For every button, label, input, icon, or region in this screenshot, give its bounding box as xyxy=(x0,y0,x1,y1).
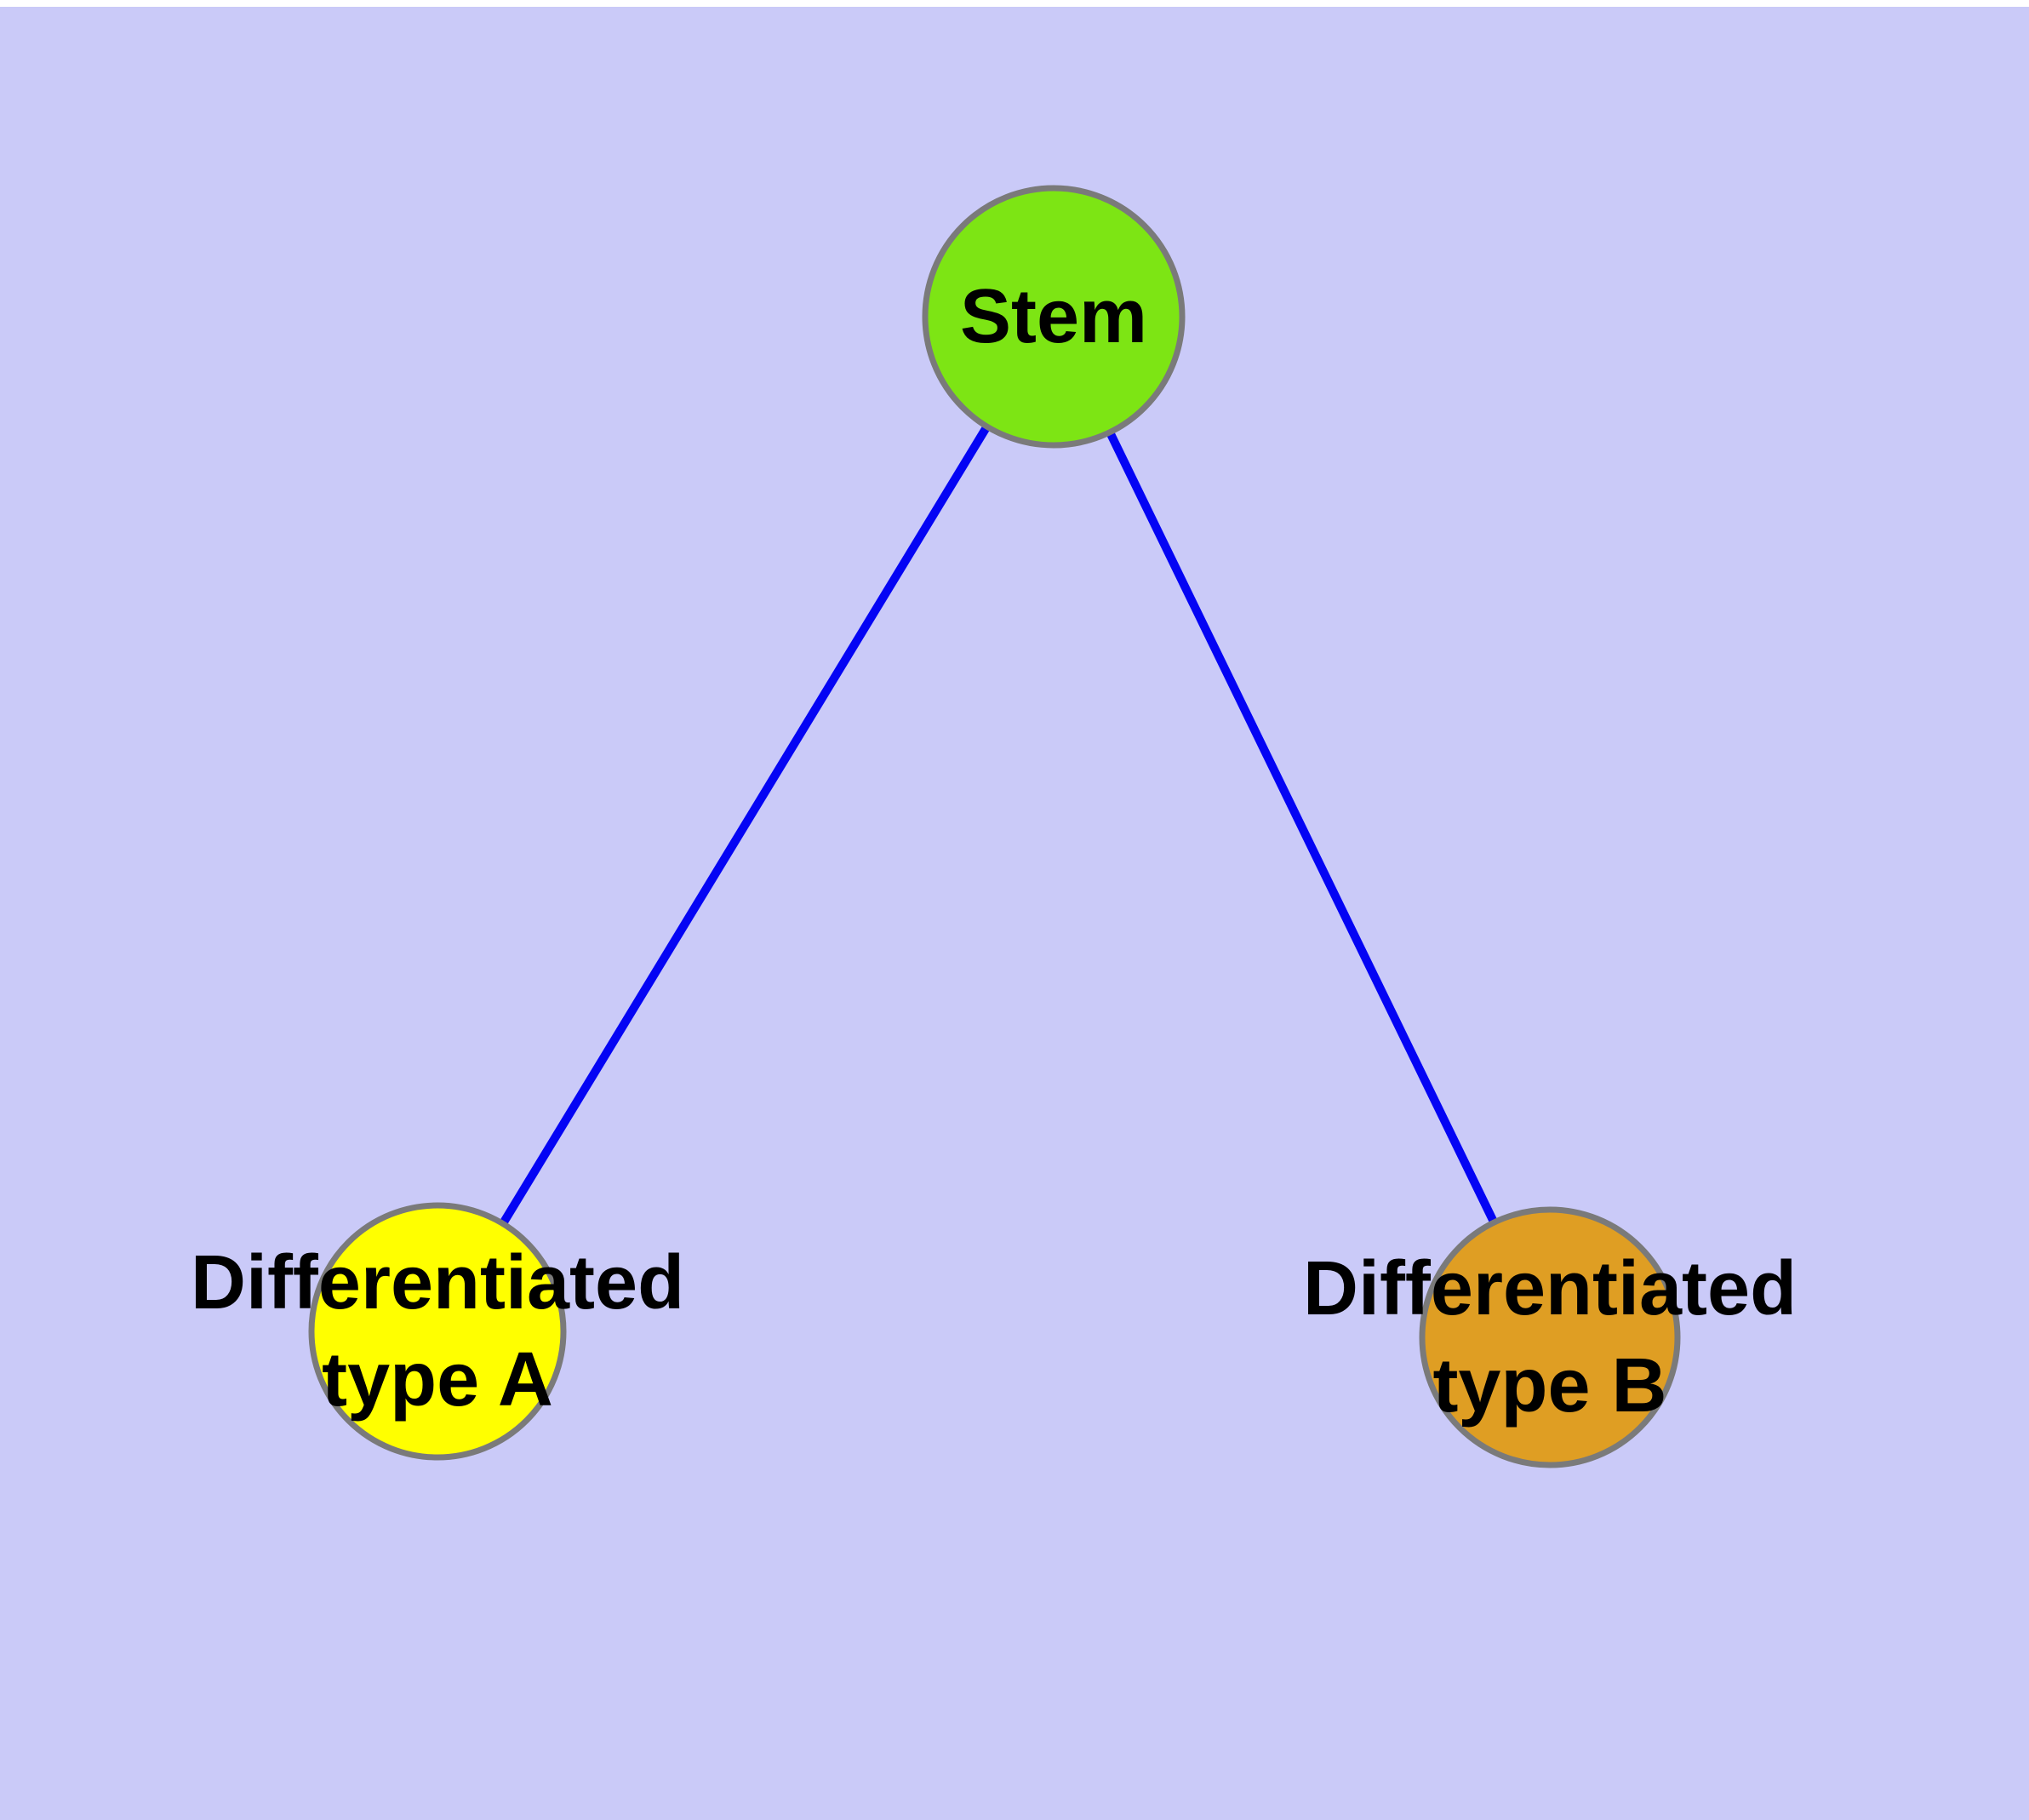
edge-stem-to-typeB xyxy=(1049,314,1554,1340)
node-circle-stem xyxy=(922,185,1186,449)
node-circle-typeB xyxy=(1419,1206,1681,1468)
edge-stem-to-typeA xyxy=(433,314,1058,1334)
node-circle-typeA xyxy=(308,1202,567,1461)
